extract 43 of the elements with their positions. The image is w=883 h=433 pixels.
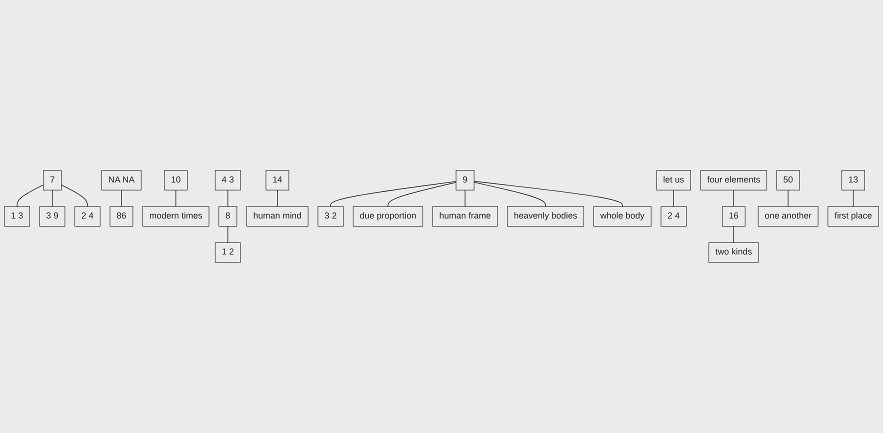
- node-box: [101, 170, 142, 190]
- node-box: [456, 170, 474, 190]
- node-box: [722, 206, 746, 227]
- connector: [52, 190, 53, 207]
- node-box: [142, 206, 210, 227]
- connector: [733, 226, 734, 244]
- node-box: [318, 206, 344, 227]
- connector: [673, 190, 674, 207]
- node-box: [110, 206, 134, 227]
- node-box: [4, 206, 30, 227]
- node-box: [214, 170, 241, 190]
- node-box: [218, 206, 238, 227]
- connector: [474, 182, 546, 207]
- connector: [60, 184, 88, 207]
- connector: [733, 190, 734, 207]
- connector: [852, 190, 854, 207]
- node-box: [507, 206, 584, 227]
- node-box: [246, 206, 308, 227]
- node-box: [164, 170, 188, 190]
- node-box: [828, 206, 879, 227]
- node-box: [43, 170, 62, 190]
- connector: [121, 190, 122, 207]
- node-box: [593, 206, 652, 227]
- node-box: [708, 242, 759, 263]
- connector: [474, 181, 623, 207]
- node-box: [432, 206, 498, 227]
- connector: [277, 190, 278, 207]
- connector: [464, 190, 466, 207]
- node-box: [660, 206, 687, 227]
- connector: [388, 182, 456, 207]
- node-box: [266, 170, 290, 190]
- node-box: [74, 206, 100, 227]
- node-box: [214, 242, 241, 263]
- node-box: [776, 170, 800, 190]
- node-box: [352, 206, 424, 227]
- node-box: [842, 170, 865, 190]
- node-box: [656, 170, 691, 190]
- connector: [16, 184, 44, 207]
- connector: [330, 181, 456, 207]
- network-graph: 1 3 7 3 9 2 4 NA NA 86 modern times 10 4 3 8 1 2 human mind 14 3 2 due proportion 9 human frame heavenly bodies whole body 2 4 let us four elements 50 16 one another two kinds first place 13: [0, 166, 883, 267]
- node-box: [39, 206, 66, 227]
- node-box: [758, 206, 818, 227]
- node-box: [700, 170, 768, 190]
